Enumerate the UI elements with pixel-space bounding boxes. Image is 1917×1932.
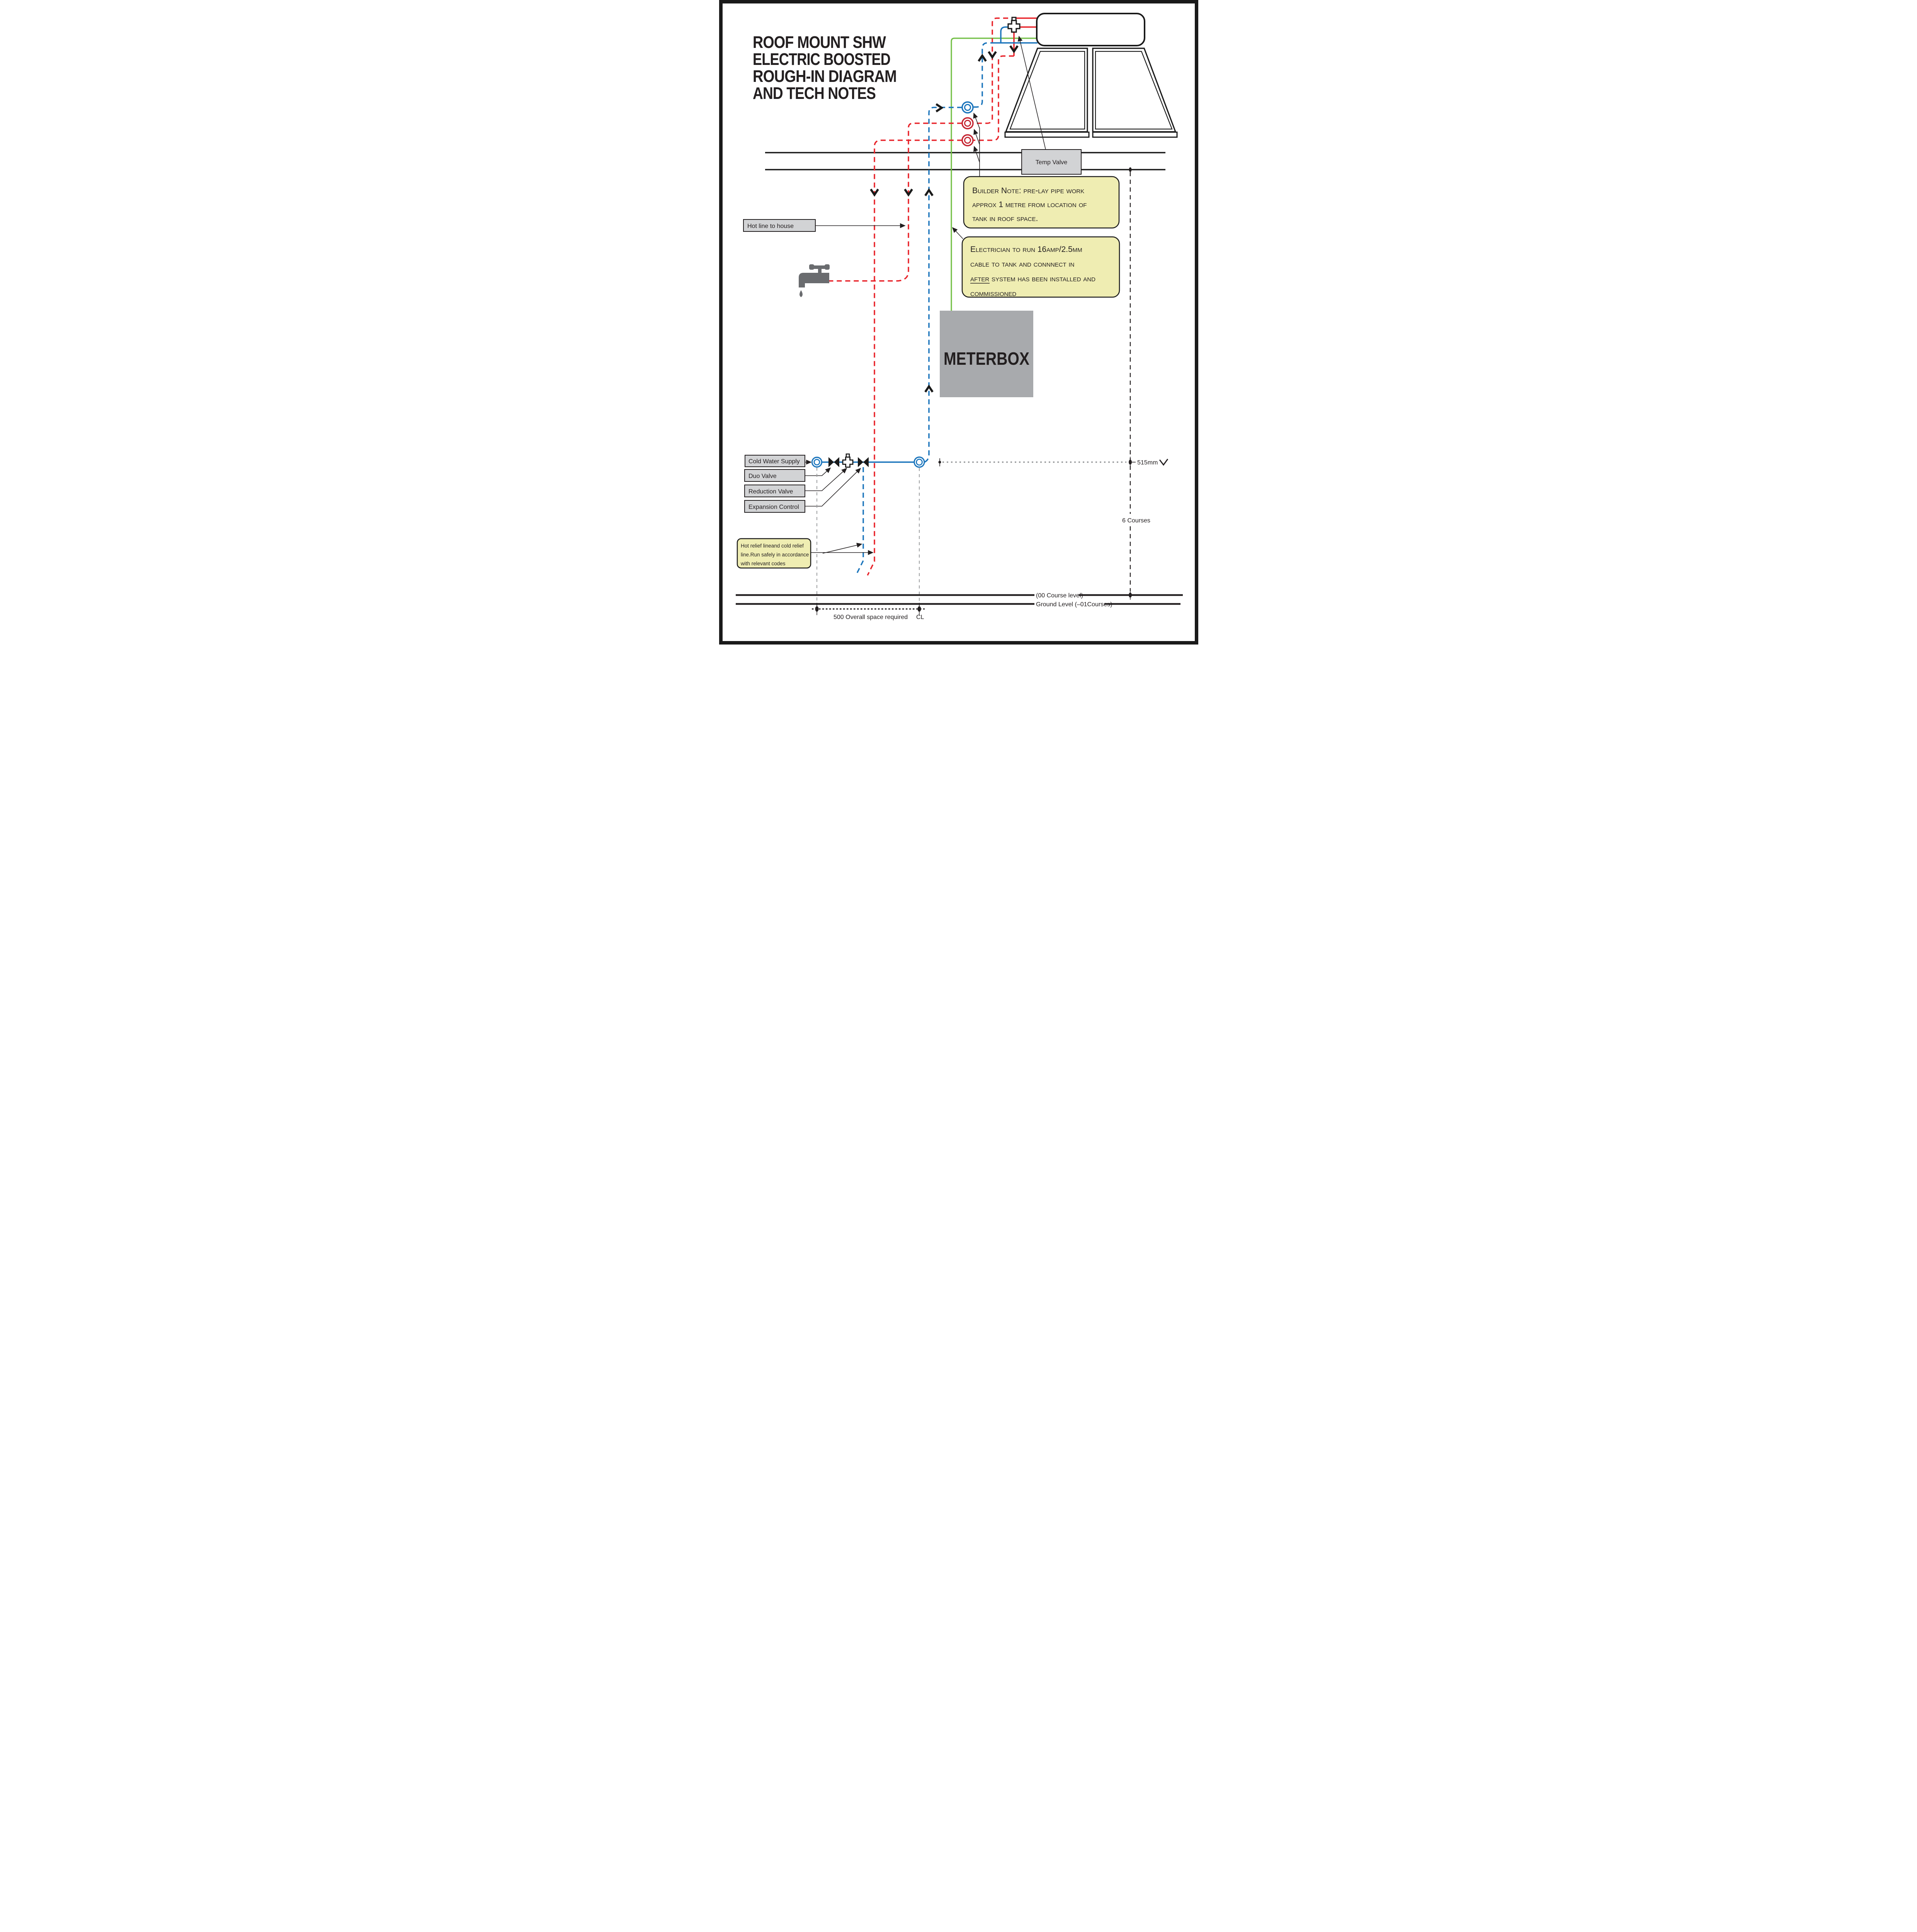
pipe-penetration-circle-icon xyxy=(961,134,974,146)
electrician-note-leader xyxy=(952,227,963,239)
flow-chevron-icon xyxy=(924,188,934,196)
title-line-2: ELECTRIC BOOSTED xyxy=(753,50,890,69)
cold-water-supply-label: Cold Water Supply xyxy=(748,458,800,465)
level-check-icon xyxy=(1159,459,1168,466)
electrician-note-line-2: cable to tank and connnect in xyxy=(970,260,1074,269)
solar-panel-left xyxy=(1004,48,1089,138)
ground-level-label: Ground Level (–01Courses) xyxy=(1036,601,1112,608)
flow-chevron-icon xyxy=(935,103,944,112)
flow-chevron-icon xyxy=(1009,45,1019,53)
cold-feed-line xyxy=(923,107,962,463)
hot-line-to-tap xyxy=(829,122,962,282)
gate-valve-icon xyxy=(828,457,839,467)
penetration-leader xyxy=(973,112,980,177)
water-drop-icon xyxy=(799,290,803,297)
page-title: ROOF MOUNT SHW ELECTRIC BOOSTED ROUGH-IN… xyxy=(753,33,897,103)
roof-mount-shw-diagram: ROOF MOUNT SHW ELECTRIC BOOSTED ROUGH-IN… xyxy=(719,0,1198,645)
course-level-label: (00 Course level) xyxy=(1036,592,1083,599)
expansion-control-label-box xyxy=(744,500,805,513)
duo-valve-leader xyxy=(805,467,831,476)
electrician-note-line-4: commissioned xyxy=(970,289,1016,298)
temp-valve-label: Temp Valve xyxy=(1035,159,1067,166)
electrician-note-box xyxy=(961,236,1120,298)
builder-note-line-3: tank in roof space. xyxy=(972,214,1038,223)
builder-note-line-2: approx 1 metre from location of xyxy=(972,200,1087,209)
gate-valve-icon xyxy=(857,457,869,467)
pipe-penetration-circle-icon xyxy=(811,456,822,468)
relief-arrow-blue xyxy=(822,543,862,554)
storage-tank xyxy=(1036,13,1145,46)
meterbox-label: METERBOX xyxy=(944,349,1029,369)
meterbox xyxy=(939,311,1033,397)
solar-panel-right xyxy=(1092,48,1177,138)
hot-line-label-box xyxy=(743,219,816,232)
cross-valve-icon xyxy=(842,453,853,468)
electrician-note-line-3: after system has been installed and xyxy=(970,274,1095,283)
flow-chevron-icon xyxy=(869,189,879,197)
hot-flow-line-dashed xyxy=(973,17,1017,124)
hot-relief-line xyxy=(866,139,962,576)
reduction-valve-leader xyxy=(805,468,847,491)
centerline-label: CL xyxy=(916,614,924,621)
relief-note-line-2: line.Run safely in accordance xyxy=(741,552,809,558)
electrician-note: Electrician to run 16amp/2.5mm cable to … xyxy=(970,245,1095,298)
title-line-1: ROOF MOUNT SHW xyxy=(753,33,886,52)
flow-chevron-icon xyxy=(924,384,934,393)
cold-water-supply-label-box xyxy=(744,455,805,467)
relief-note-line-3: with relevant codes xyxy=(740,561,786,566)
cold-relief-line xyxy=(856,467,864,574)
title-line-3: ROUGH-IN DIAGRAM xyxy=(753,67,896,86)
title-line-4: AND TECH NOTES xyxy=(753,84,876,103)
builder-note-box xyxy=(963,176,1119,229)
dim-500 xyxy=(811,603,925,615)
cross-valve-icon xyxy=(1007,17,1021,33)
pipe-penetration-circle-icon xyxy=(961,117,974,129)
electrical-cable-line xyxy=(950,37,1038,311)
reduction-valve-label: Reduction Valve xyxy=(748,488,793,495)
courses-label: 6 Courses xyxy=(1122,517,1150,524)
expansion-control-leader xyxy=(805,468,861,507)
flow-chevron-icon xyxy=(903,189,913,197)
duo-valve-label: Duo Valve xyxy=(748,473,777,480)
relief-drop-dashed xyxy=(973,55,1014,141)
tap-icon xyxy=(798,264,830,297)
dim-500-label: 500 Overall space required xyxy=(833,614,908,621)
relief-note-line-1: Hot relief lineand cold relief xyxy=(741,543,804,549)
temp-valve-label-box xyxy=(1021,149,1082,175)
flow-chevron-icon xyxy=(977,54,987,62)
cold-riser-dashed xyxy=(973,42,995,108)
expansion-control-label: Expansion Control xyxy=(748,504,799,510)
temp-valve-leader xyxy=(1017,36,1046,150)
pipe-penetration-circle-icon xyxy=(913,456,925,468)
duo-valve-label-box xyxy=(744,469,805,482)
relief-note-box xyxy=(737,538,811,569)
hot-line-label: Hot line to house xyxy=(747,223,794,230)
builder-note-line-1: Builder Note: pre-lay pipe work xyxy=(972,186,1084,195)
dim-515-label: 515mm xyxy=(1137,459,1158,466)
cold-pipe-to-valve xyxy=(1000,26,1009,43)
pipe-penetration-circle-icon xyxy=(961,101,974,114)
builder-note: Builder Note: pre-lay pipe work approx 1… xyxy=(972,186,1087,223)
relief-note: Hot relief lineand cold relief line.Run … xyxy=(740,543,809,566)
flow-chevron-icon xyxy=(987,51,997,59)
electrician-note-line-1: Electrician to run 16amp/2.5mm xyxy=(970,245,1082,254)
